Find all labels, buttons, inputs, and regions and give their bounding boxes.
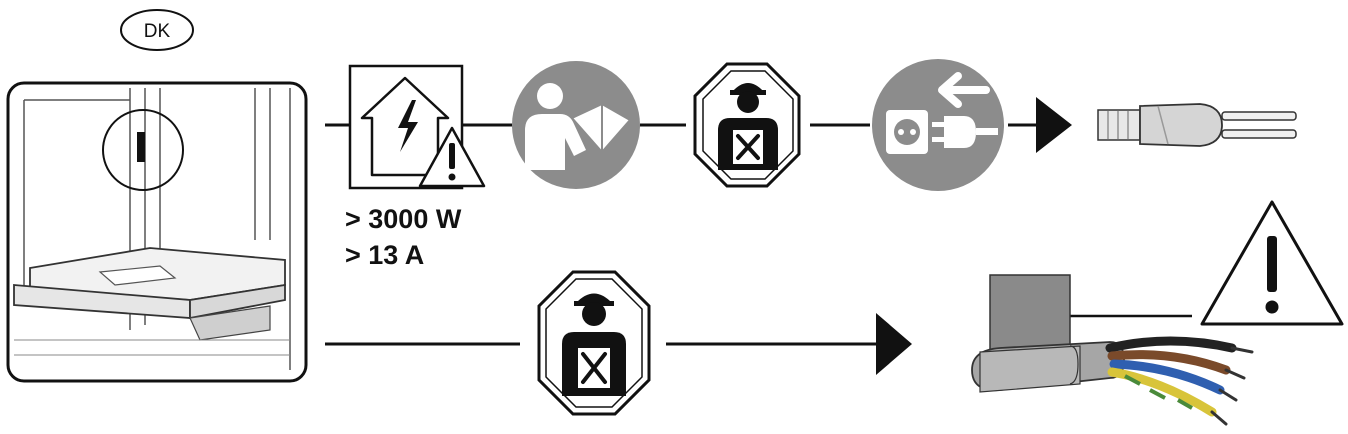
bottom-arrow-head [876, 313, 912, 375]
stripped-cable-icon [971, 274, 1254, 426]
read-manual-icon [512, 61, 640, 189]
warning-triangle-icon [1200, 200, 1344, 326]
qualified-electrician-icon [537, 270, 651, 416]
country-badge: DK [120, 9, 194, 51]
power-threshold-label: > 3000 W [345, 204, 462, 234]
top-arrow-head [1036, 97, 1072, 153]
power-plug-icon [1097, 103, 1297, 147]
top-flow-line [325, 97, 1072, 153]
unplug-from-socket-icon [872, 59, 1004, 191]
house-electrical-hazard-icon [348, 64, 486, 190]
qualified-electrician-icon [693, 62, 801, 188]
country-badge-label: DK [144, 21, 171, 42]
appliance-illustration [6, 81, 308, 383]
current-threshold-label: > 13 A [345, 240, 424, 270]
bottom-flow-line [325, 313, 912, 375]
